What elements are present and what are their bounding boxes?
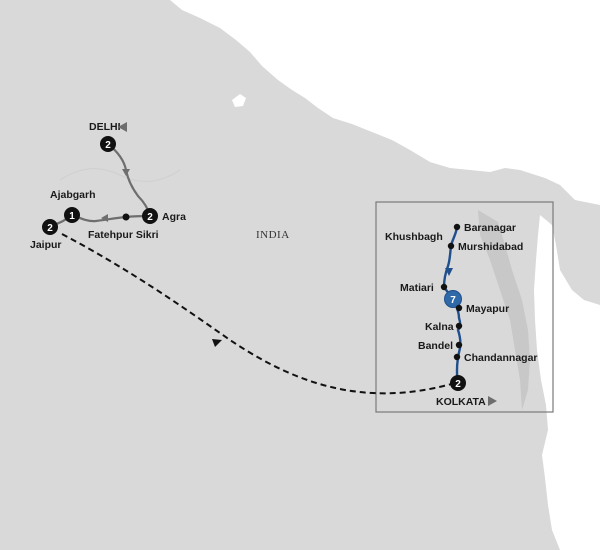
river-direction-arrow: [445, 268, 453, 276]
jaipur-nights-badge[interactable]: [42, 219, 58, 235]
jaipur-label: Jaipur: [30, 239, 62, 251]
ajabgarh-nights-badge[interactable]: [64, 207, 80, 223]
khushbagh-label: Khushbagh: [385, 231, 443, 243]
kolkata-nights-count: 2: [455, 379, 461, 390]
agra-nights-count: 2: [147, 212, 153, 223]
chandannagar-label: Chandannagar: [464, 352, 538, 364]
delhi-nights-badge[interactable]: [100, 136, 116, 152]
fatehpur-sikri-label: Fatehpur Sikri: [88, 229, 159, 241]
delhi-label: DELHI: [89, 121, 121, 133]
cruise-nights-count: 7: [450, 295, 456, 306]
route-direction-arrow: [101, 214, 108, 222]
baranagar-dot[interactable]: [453, 223, 461, 231]
land-route: [71, 213, 151, 223]
fatehpur-sikri-dot[interactable]: [122, 213, 130, 221]
ajabgarh-label: Ajabgarh: [50, 189, 96, 201]
flight-route: [61, 233, 456, 395]
kalna-label: Kalna: [425, 321, 454, 333]
bandel-label: Bandel: [418, 340, 453, 352]
cruise-nights-badge[interactable]: [444, 290, 462, 308]
inset-frame: [375, 201, 554, 413]
bandel-dot[interactable]: [455, 341, 463, 349]
matiari-label: Matiari: [400, 282, 434, 294]
end-arrow-icon: [488, 396, 497, 406]
land-route: [107, 143, 152, 217]
murshidabad-label: Murshidabad: [458, 241, 523, 253]
india-country-label: INDIA: [256, 229, 290, 241]
chandannagar-dot[interactable]: [453, 353, 461, 361]
baranagar-label: Baranagar: [464, 222, 516, 234]
mayapur-dot[interactable]: [455, 304, 463, 312]
kolkata-label: KOLKATA: [436, 396, 486, 408]
snow-patch: [232, 94, 246, 107]
start-arrow-icon: [118, 122, 127, 132]
kolkata-nights-badge[interactable]: [450, 375, 466, 391]
ajabgarh-nights-count: 1: [69, 211, 75, 222]
agra-label: Agra: [162, 211, 186, 223]
mayapur-label: Mayapur: [466, 303, 509, 315]
route-direction-arrow: [122, 169, 130, 176]
himalaya-snow-region: [170, 0, 600, 205]
agra-nights-badge[interactable]: [142, 208, 158, 224]
region-border: [59, 168, 181, 182]
bangladesh-shade: [478, 210, 530, 410]
matiari-dot[interactable]: [440, 283, 448, 291]
delhi-nights-count: 2: [105, 140, 111, 151]
flight-direction-arrow: [212, 339, 222, 347]
murshidabad-dot[interactable]: [447, 242, 455, 250]
kalna-dot[interactable]: [455, 322, 463, 330]
bay-of-bengal-coast: [534, 215, 600, 550]
jaipur-nights-count: 2: [47, 223, 53, 234]
